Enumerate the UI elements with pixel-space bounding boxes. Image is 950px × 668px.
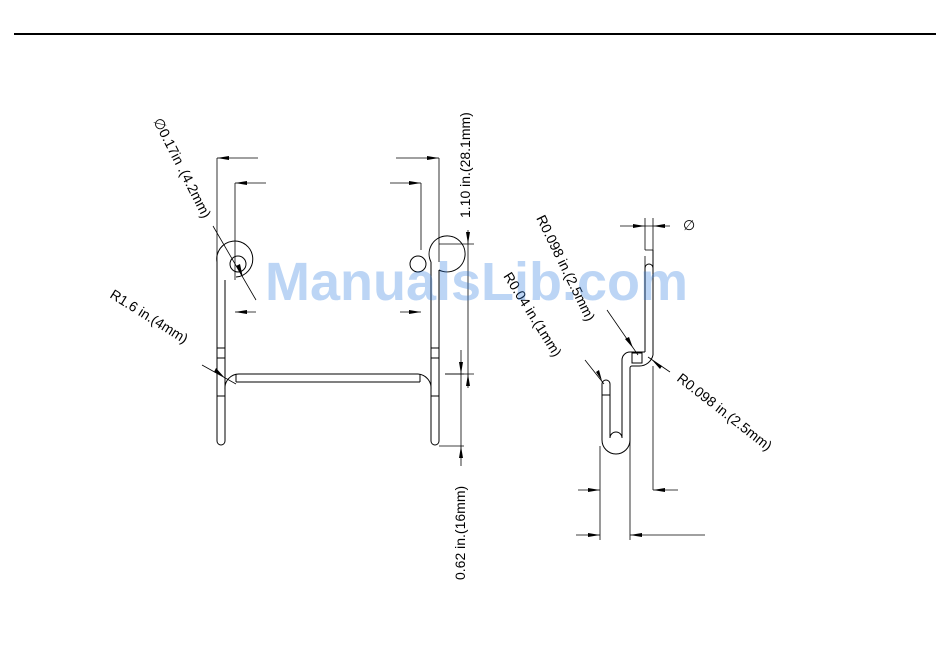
dim-radius-label: R1.6 in.(4mm): [107, 286, 191, 347]
left-bracket-view: ∅0.17in .(4.2mm) R1.6 in.(4mm) 1.10 in.(…: [107, 112, 474, 580]
side-u-bottom: [602, 432, 630, 454]
side-short-arm: [602, 380, 610, 440]
dim-diameter-label: ∅0.17in .(4.2mm): [150, 115, 214, 220]
side-bend-wire: [622, 352, 653, 440]
dim-radius-right-label: R0.098 in.(2.5mm): [674, 370, 775, 454]
dim-leg-label: 0.62 in.(16mm): [452, 486, 468, 580]
crossbar-wire: [225, 374, 431, 389]
dim-height-label: 1.10 in.(28.1mm): [457, 112, 473, 218]
watermark: ManualsLib.com: [265, 252, 688, 312]
dim-diameter-symbol: ∅: [683, 217, 695, 233]
left-leg-wire: [217, 262, 225, 445]
